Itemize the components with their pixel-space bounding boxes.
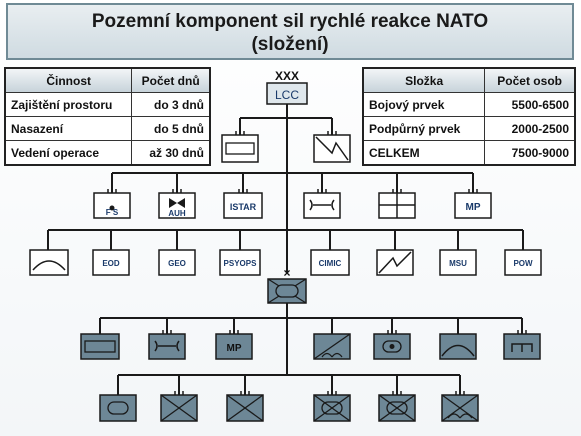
unit-label: AUH	[168, 209, 186, 218]
header-cell: Počet dnů	[131, 67, 211, 93]
table-cell: Vedení operace	[4, 140, 133, 166]
airmobile-infantry-unit-symbol	[441, 391, 479, 422]
engineer-bridge-unit-symbol	[439, 333, 477, 360]
header-cell: Počet osob	[484, 67, 576, 93]
unit-label: CIMIC	[319, 259, 342, 268]
connector-lines	[47, 104, 524, 395]
table-row: Zajištění prostoru do 3 dnů	[4, 92, 211, 117]
engineer-unit-symbol	[503, 330, 541, 360]
lcc-unit-symbol: XXX LCC	[266, 69, 308, 105]
table-row: Vedení operace až 30 dnů	[4, 140, 211, 166]
istar-unit-symbol: ISTAR	[223, 189, 263, 219]
lcc-label: LCC	[275, 88, 299, 102]
armor-unit-symbol	[221, 131, 259, 163]
armored-infantry-center-symbol: ×	[267, 266, 307, 304]
table-cell: Podpůrný prvek	[362, 116, 486, 141]
signal-unit-symbol	[376, 249, 414, 276]
signal-unit-symbol	[313, 131, 351, 163]
header-cell: Složka	[362, 67, 486, 93]
component-table: Složka Počet osob Bojový prvek 5500-6500…	[362, 67, 576, 166]
table-header-row: Složka Počet osob	[362, 67, 576, 93]
table-cell: až 30 dnů	[131, 140, 211, 166]
unit-label: F S	[106, 208, 119, 217]
armor-unit-symbol	[80, 333, 120, 360]
table-cell: 2000-2500	[484, 116, 576, 141]
maintenance-unit-symbol	[148, 330, 186, 360]
unit-label: ISTAR	[230, 202, 257, 212]
unit-label: MSU	[449, 259, 467, 268]
unit-label: EOD	[102, 259, 120, 268]
infantry-unit-symbol	[160, 391, 198, 422]
mechanized-infantry-unit-symbol	[378, 391, 416, 422]
table-cell: 5500-6500	[484, 92, 576, 117]
unit-label: POW	[513, 259, 533, 268]
pow-unit-symbol: POW	[504, 249, 542, 276]
psyops-unit-symbol: PSYOPS	[219, 249, 261, 276]
msu-unit-symbol: MSU	[439, 249, 477, 276]
header-cell: Činnost	[4, 67, 133, 93]
engineer-bridge-unit-symbol	[29, 249, 69, 276]
aviation-unit-symbol: AUH	[158, 189, 196, 219]
table-cell: Bojový prvek	[362, 92, 486, 117]
activity-table: Činnost Počet dnů Zajištění prostoru do …	[4, 67, 211, 166]
unit-label: MP	[466, 202, 481, 213]
unit-label: GEO	[168, 259, 186, 268]
table-cell: do 5 dnů	[131, 116, 211, 141]
unit-label: PSYOPS	[224, 259, 258, 268]
table-row: Bojový prvek 5500-6500	[362, 92, 576, 117]
artillery-unit-symbol	[313, 333, 351, 360]
echelon-marker: XXX	[275, 69, 299, 83]
echelon-marker: ×	[283, 266, 290, 280]
mechanized-infantry-unit-symbol	[313, 391, 351, 422]
title-line-1: Pozemní komponent sil rychlé reakce NATO	[91, 11, 489, 32]
table-row: CELKEM 7500-9000	[362, 140, 576, 166]
eod-unit-symbol: EOD	[92, 249, 130, 276]
table-row: Podpůrný prvek 2000-2500	[362, 116, 576, 141]
geo-unit-symbol: GEO	[158, 249, 196, 276]
field-artillery-unit-symbol	[373, 330, 411, 360]
armored-unit-symbol	[99, 394, 137, 422]
table-header-row: Činnost Počet dnů	[4, 67, 211, 93]
cimic-unit-symbol: CIMIC	[310, 249, 350, 276]
table-cell: Nasazení	[4, 116, 133, 141]
table-cell: do 3 dnů	[131, 92, 211, 117]
table-cell: CELKEM	[362, 140, 486, 166]
title-line-2: (složení)	[251, 34, 329, 55]
table-cell: 7500-9000	[484, 140, 576, 166]
fire-support-unit-symbol: F S	[93, 189, 131, 219]
unit-label: MP	[227, 343, 242, 354]
maintenance-unit-symbol	[303, 189, 341, 219]
infantry-unit-symbol	[226, 391, 264, 422]
table-row: Nasazení do 5 dnů	[4, 116, 211, 141]
title-box: Pozemní komponent sil rychlé reakce NATO…	[6, 3, 574, 60]
mp-unit-symbol: MP	[454, 189, 492, 219]
medical-unit-symbol	[378, 189, 416, 219]
mp-unit-symbol: MP	[215, 330, 253, 360]
